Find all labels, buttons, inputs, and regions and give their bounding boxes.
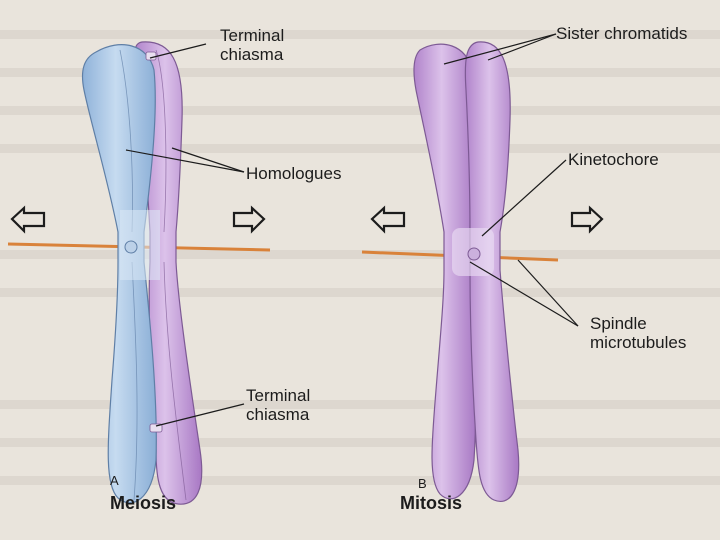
background-text-line — [0, 476, 720, 485]
arrow-right-outline-icon — [232, 205, 266, 234]
label-kinetochore: Kinetochore — [568, 150, 659, 169]
label-spindle-microtubules: Spindle microtubules — [590, 314, 687, 352]
meiosis-panel — [7, 41, 271, 505]
background-text-line — [0, 144, 720, 153]
panel-letter-a: A — [110, 473, 119, 488]
arrow-left-outline-icon — [10, 205, 46, 234]
homologue-blue — [81, 44, 160, 504]
label-terminal-chiasma-top: Terminal chiasma — [220, 26, 285, 64]
arrow-left-outline-icon — [370, 205, 406, 234]
background-text-line — [0, 106, 720, 115]
leader-lines — [125, 33, 579, 427]
background-text-line — [0, 68, 720, 77]
label-homologues: Homologues — [246, 164, 342, 183]
mitosis-panel — [361, 41, 559, 502]
background-text-line — [0, 438, 720, 447]
panel-letter-b: B — [418, 476, 427, 491]
background-text-line — [0, 30, 720, 39]
caption-mitosis: Mitosis — [400, 493, 463, 513]
caption-meiosis: Meiosis — [110, 493, 177, 513]
label-terminal-chiasma-bottom: Terminal chiasma — [246, 386, 311, 424]
arrow-right-outline-icon — [570, 205, 604, 234]
background-text-line — [0, 250, 720, 259]
background-text-line — [0, 288, 720, 297]
background-text-line — [0, 400, 720, 409]
label-sister-chromatids: Sister chromatids — [556, 24, 688, 43]
